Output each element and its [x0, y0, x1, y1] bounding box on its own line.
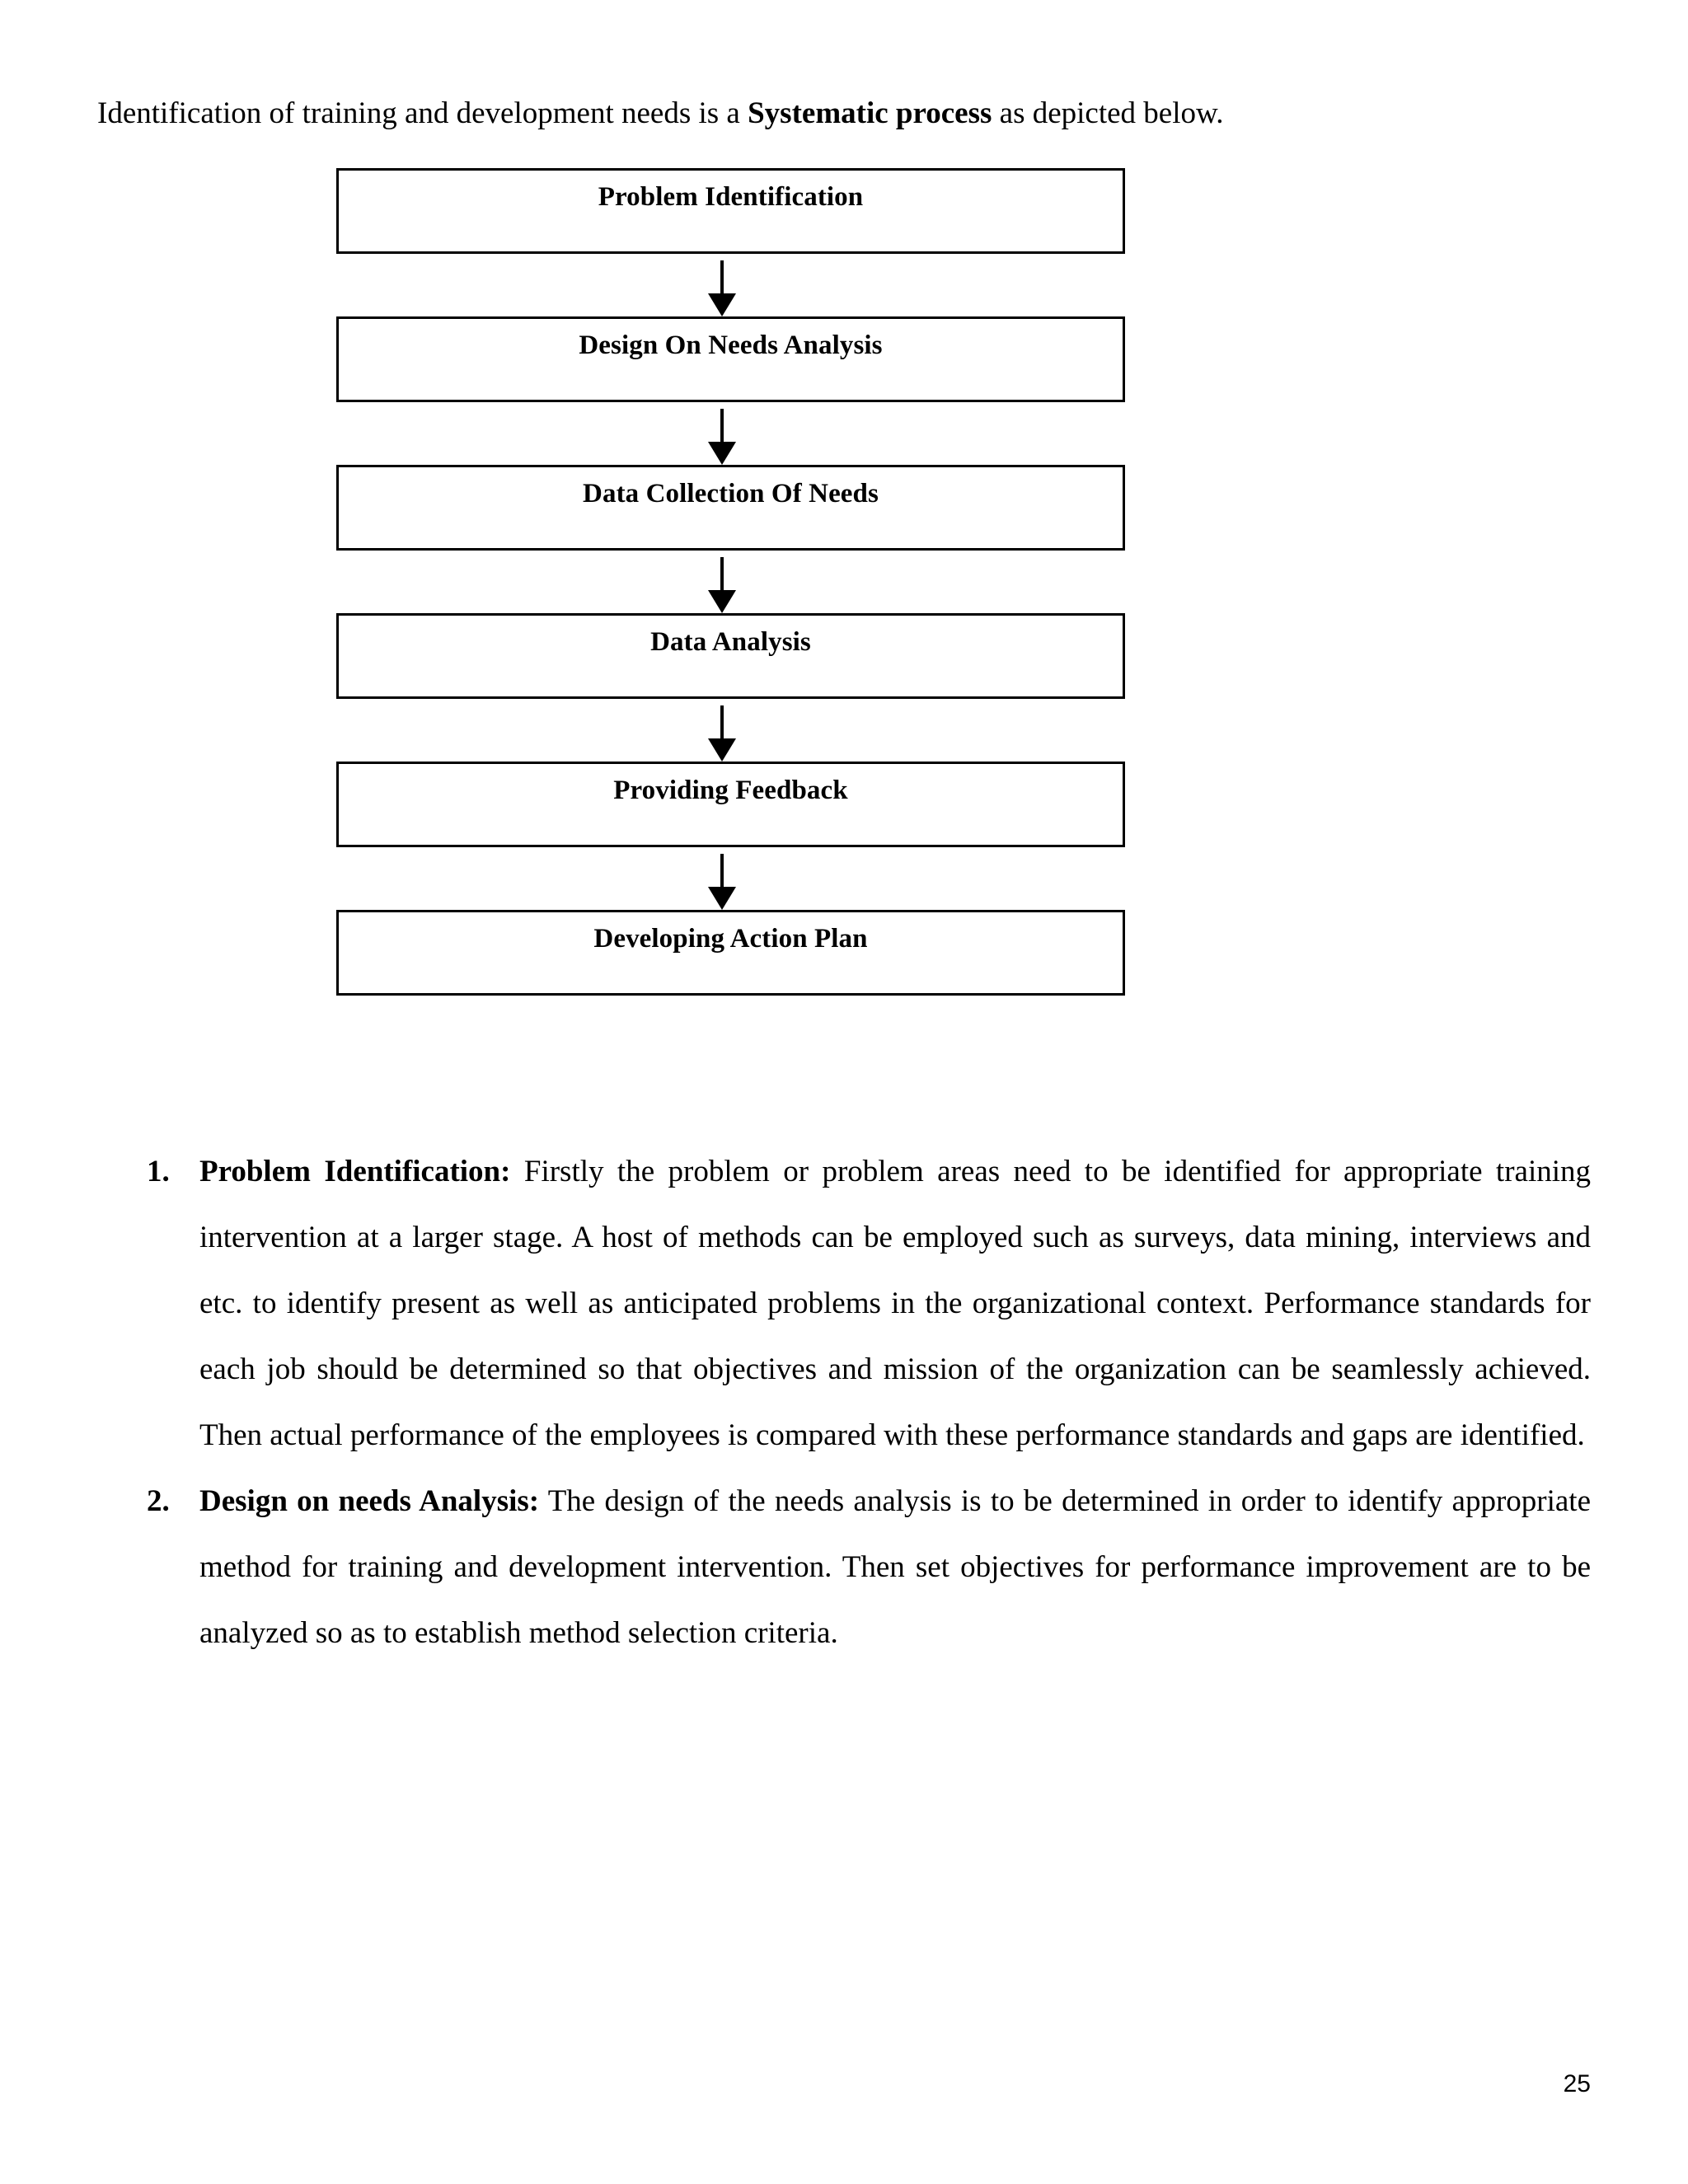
flow-box-providing-feedback: Providing Feedback — [336, 762, 1125, 847]
arrow-stem — [720, 705, 724, 742]
flow-box-data-analysis: Data Analysis — [336, 613, 1125, 699]
list-item-marker: 1. — [147, 1155, 170, 1188]
intro-text-bold: Systematic process — [748, 96, 992, 130]
intro-text-after: as depicted below. — [992, 96, 1224, 130]
list-item: 1. Problem Identification: Firstly the p… — [147, 1139, 1591, 1469]
flow-box-label: Providing Feedback — [613, 776, 848, 805]
list-item-marker: 2. — [147, 1484, 170, 1518]
intro-paragraph: Identification of training and developme… — [97, 93, 1597, 134]
flow-box-label: Design On Needs Analysis — [579, 330, 883, 360]
arrow-head — [708, 293, 736, 316]
arrow-stem — [720, 409, 724, 445]
down-arrow-icon — [336, 699, 1125, 762]
arrow-stem — [720, 260, 724, 297]
arrow-head — [708, 738, 736, 762]
systematic-process-flowchart: Problem Identification Design On Needs A… — [336, 168, 1125, 996]
flow-box-design-on-needs-analysis: Design On Needs Analysis — [336, 316, 1125, 402]
intro-text-before: Identification of training and developme… — [97, 96, 748, 130]
list-item-body: Problem Identification: Firstly the prob… — [199, 1139, 1591, 1469]
arrow-head — [708, 442, 736, 465]
down-arrow-icon — [336, 254, 1125, 316]
list-item-lead: Design on needs Analysis: — [199, 1484, 540, 1518]
flow-box-problem-identification: Problem Identification — [336, 168, 1125, 254]
flow-box-developing-action-plan: Developing Action Plan — [336, 910, 1125, 996]
down-arrow-icon — [336, 402, 1125, 465]
flow-box-label: Developing Action Plan — [593, 924, 868, 954]
list-item: 2. Design on needs Analysis: The design … — [147, 1469, 1591, 1666]
list-item-lead: Problem Identification: — [199, 1155, 511, 1188]
flow-box-label: Data Analysis — [650, 627, 811, 657]
down-arrow-icon — [336, 847, 1125, 910]
flow-box-data-collection-of-needs: Data Collection Of Needs — [336, 465, 1125, 551]
arrow-stem — [720, 557, 724, 593]
arrow-head — [708, 590, 736, 613]
arrow-head — [708, 887, 736, 910]
flow-box-label: Data Collection Of Needs — [583, 479, 879, 509]
down-arrow-icon — [336, 551, 1125, 613]
page-number: 25 — [1563, 2070, 1591, 2097]
arrow-stem — [720, 854, 724, 890]
list-item-text: Firstly the problem or problem areas nee… — [199, 1155, 1592, 1452]
numbered-list: 1. Problem Identification: Firstly the p… — [147, 1139, 1591, 1666]
list-item-body: Design on needs Analysis: The design of … — [199, 1469, 1591, 1666]
list-item-text: The design of the needs analysis is to b… — [199, 1484, 1591, 1650]
flow-box-label: Problem Identification — [598, 182, 864, 212]
